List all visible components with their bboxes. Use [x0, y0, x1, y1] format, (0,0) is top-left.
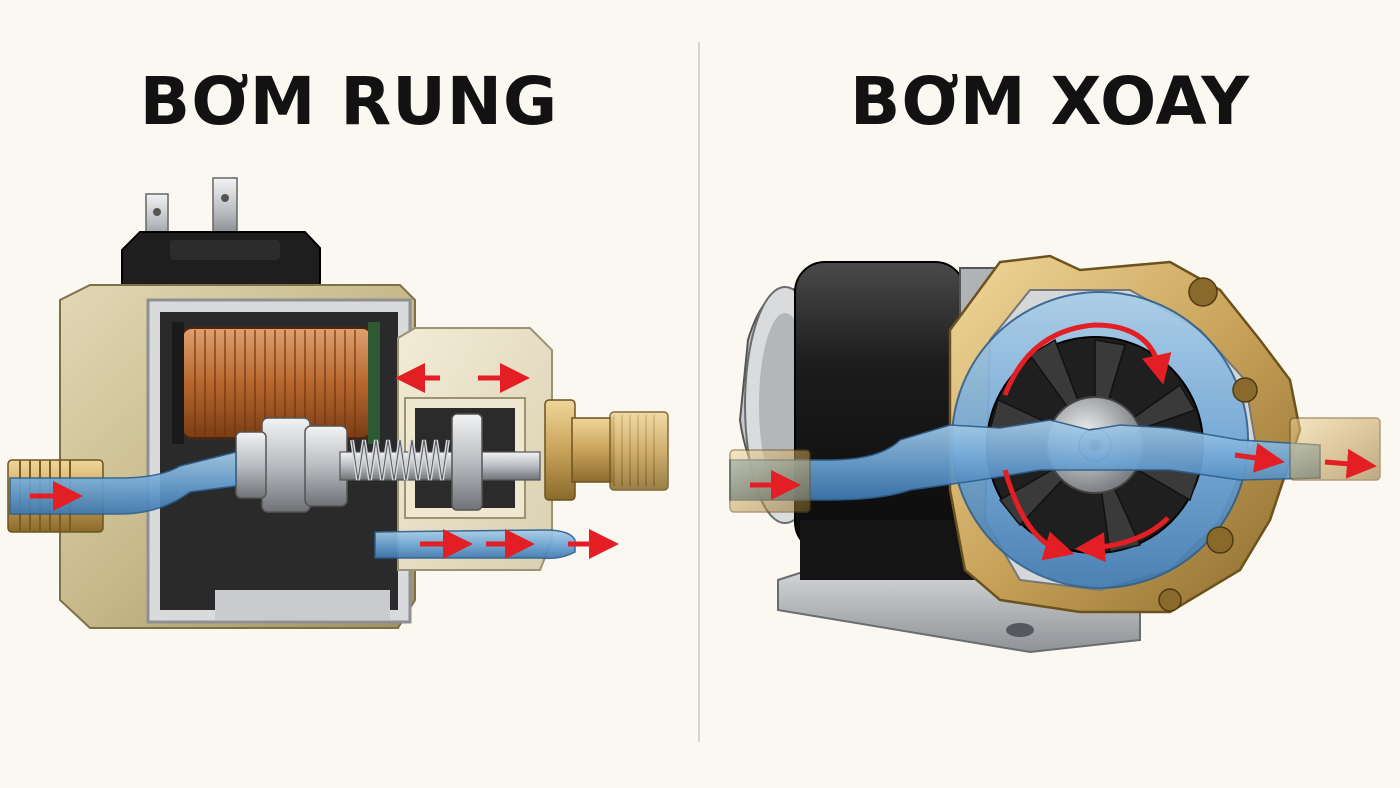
rotary-pump-title: BƠM XOAY — [849, 63, 1251, 140]
rotation-arrows — [1002, 322, 1172, 563]
vibration-pump-panel: BƠM RUNG — [0, 0, 698, 788]
flow-arrows-rotary — [750, 443, 1377, 500]
flow-arrows — [30, 481, 619, 559]
panel-divider — [698, 42, 700, 742]
vibration-pump-title: BƠM RUNG — [139, 63, 559, 140]
rotary-pump-panel: BƠM XOAY — [700, 0, 1400, 788]
water-flow-outlet — [374, 529, 576, 560]
inlet-fitting-right-pump — [729, 449, 811, 513]
vibration-pump-illustration — [7, 177, 669, 629]
outlet-brass-fitting — [544, 399, 669, 501]
solenoid-coil — [172, 322, 380, 444]
housing-bolts — [1158, 277, 1258, 612]
outlet-fitting-right-pump — [1289, 417, 1381, 481]
rotary-pump-illustration — [729, 254, 1381, 654]
